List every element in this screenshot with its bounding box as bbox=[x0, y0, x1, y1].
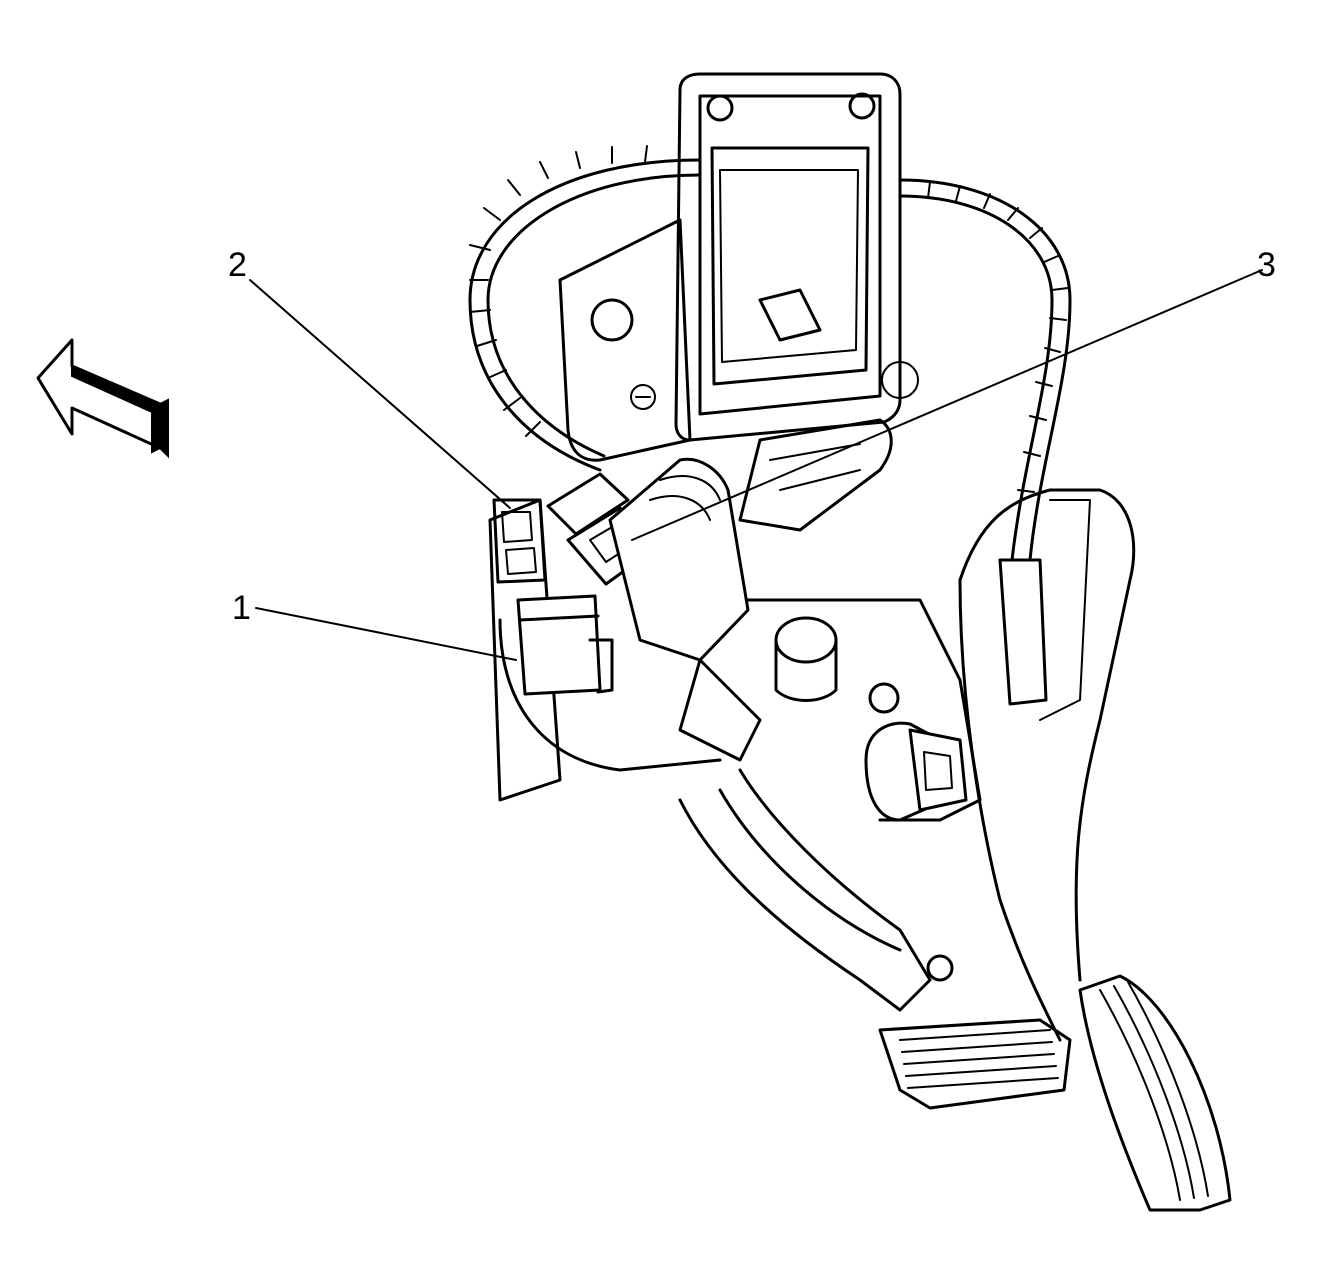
brake-pedal bbox=[678, 768, 1072, 1110]
callout-label-2: 2 bbox=[228, 246, 247, 284]
front-direction-arrow-icon bbox=[36, 338, 169, 459]
component-1-module bbox=[492, 498, 614, 696]
leader-line-3 bbox=[631, 269, 1263, 541]
pedal-bracket bbox=[558, 72, 919, 462]
leader-line-2 bbox=[249, 279, 511, 509]
wiring-harness bbox=[468, 145, 702, 472]
pedal-position-sensor bbox=[864, 682, 968, 822]
callout-leaders bbox=[249, 269, 1263, 661]
component-3-stoplamp-switch bbox=[608, 457, 838, 762]
accelerator-pedal bbox=[958, 488, 1232, 1212]
callout-label-3: 3 bbox=[1257, 246, 1276, 284]
leader-line-1 bbox=[255, 607, 517, 661]
callout-label-1: 1 bbox=[232, 589, 251, 627]
wiring-harness-right bbox=[898, 178, 1072, 562]
